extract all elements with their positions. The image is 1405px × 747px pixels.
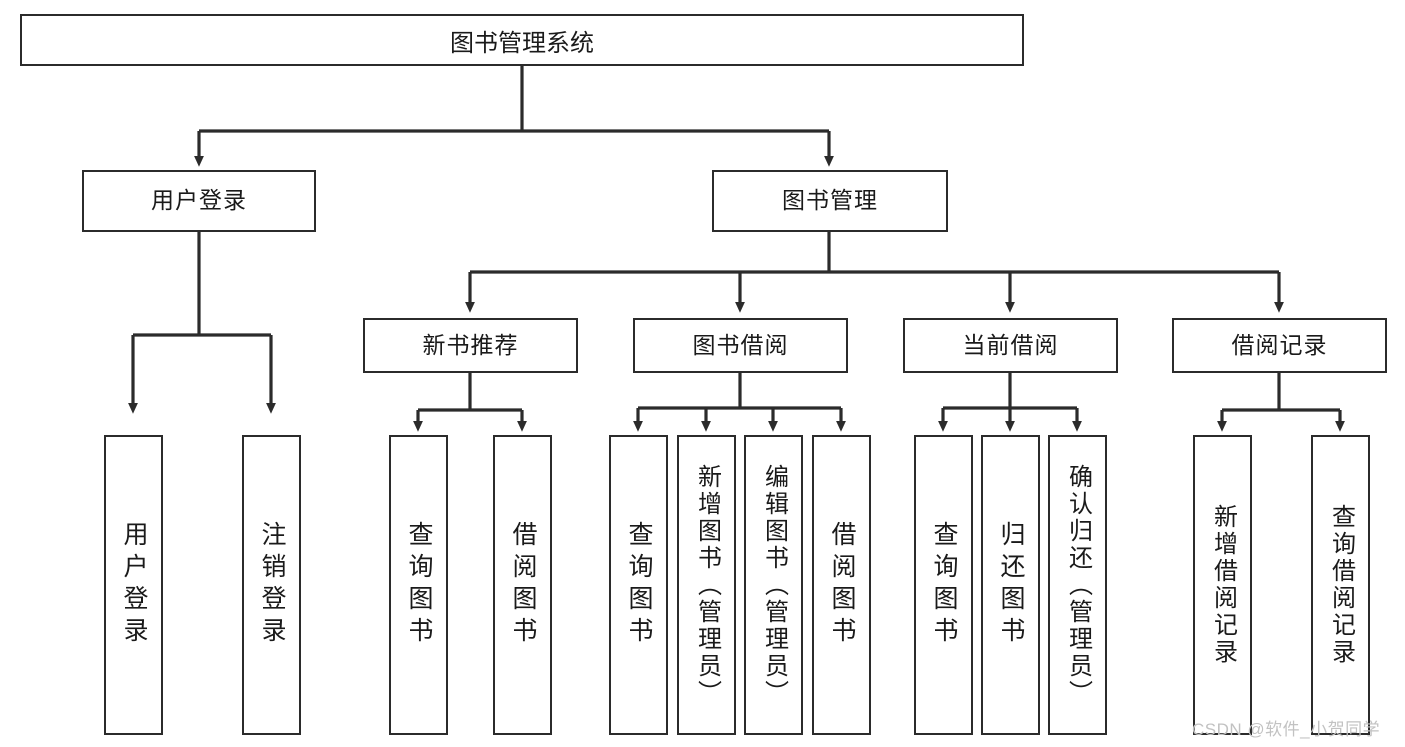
node-current-borrow-label: 当前借阅 — [962, 331, 1059, 358]
node-new-book-recommend-label: 新书推荐 — [422, 331, 519, 358]
leaf-query-book-1-label: 查询图书 — [405, 521, 433, 649]
leaf-return-book[interactable]: 归还图书 — [981, 435, 1040, 735]
leaf-query-book-2[interactable]: 查询图书 — [609, 435, 668, 735]
leaf-logout-label: 注销登录 — [258, 521, 286, 649]
leaf-return-book-label: 归还图书 — [997, 521, 1025, 649]
node-borrow-record[interactable]: 借阅记录 — [1172, 318, 1387, 373]
leaf-query-book-3[interactable]: 查询图书 — [914, 435, 973, 735]
leaf-logout[interactable]: 注销登录 — [242, 435, 301, 735]
leaf-confirm-return[interactable]: 确认归还（管理员） — [1048, 435, 1107, 735]
node-new-book-recommend[interactable]: 新书推荐 — [363, 318, 578, 373]
node-book-borrow[interactable]: 图书借阅 — [633, 318, 848, 373]
node-root-label: 图书管理系统 — [450, 29, 594, 57]
leaf-edit-book-label: 编辑图书（管理员） — [760, 463, 788, 707]
leaf-user-login[interactable]: 用户登录 — [104, 435, 163, 735]
leaf-query-record-label: 查询借阅记录 — [1327, 504, 1355, 666]
leaf-edit-book[interactable]: 编辑图书（管理员） — [744, 435, 803, 735]
leaf-add-book[interactable]: 新增图书（管理员） — [677, 435, 736, 735]
leaf-borrow-book-2[interactable]: 借阅图书 — [812, 435, 871, 735]
leaf-borrow-book-2-label: 借阅图书 — [828, 521, 856, 649]
leaf-borrow-book-1-label: 借阅图书 — [509, 521, 537, 649]
leaf-query-book-2-label: 查询图书 — [625, 521, 653, 649]
node-user-login[interactable]: 用户登录 — [82, 170, 316, 232]
leaf-query-record[interactable]: 查询借阅记录 — [1311, 435, 1370, 735]
leaf-add-book-label: 新增图书（管理员） — [693, 463, 721, 707]
node-user-login-label: 用户登录 — [151, 187, 247, 214]
node-borrow-record-label: 借阅记录 — [1231, 331, 1328, 358]
watermark: CSDN @软件_小贺同学 — [1192, 720, 1381, 739]
leaf-add-record-label: 新增借阅记录 — [1209, 504, 1237, 666]
leaf-query-book-1[interactable]: 查询图书 — [389, 435, 448, 735]
node-book-manage-label: 图书管理 — [782, 187, 878, 214]
leaf-query-book-3-label: 查询图书 — [930, 521, 958, 649]
leaf-confirm-return-label: 确认归还（管理员） — [1064, 463, 1092, 707]
node-book-borrow-label: 图书借阅 — [692, 331, 789, 358]
leaf-add-record[interactable]: 新增借阅记录 — [1193, 435, 1252, 735]
leaf-borrow-book-1[interactable]: 借阅图书 — [493, 435, 552, 735]
leaf-user-login-label: 用户登录 — [120, 521, 148, 649]
node-root[interactable]: 图书管理系统 — [20, 14, 1024, 66]
node-book-manage[interactable]: 图书管理 — [712, 170, 948, 232]
node-current-borrow[interactable]: 当前借阅 — [903, 318, 1118, 373]
